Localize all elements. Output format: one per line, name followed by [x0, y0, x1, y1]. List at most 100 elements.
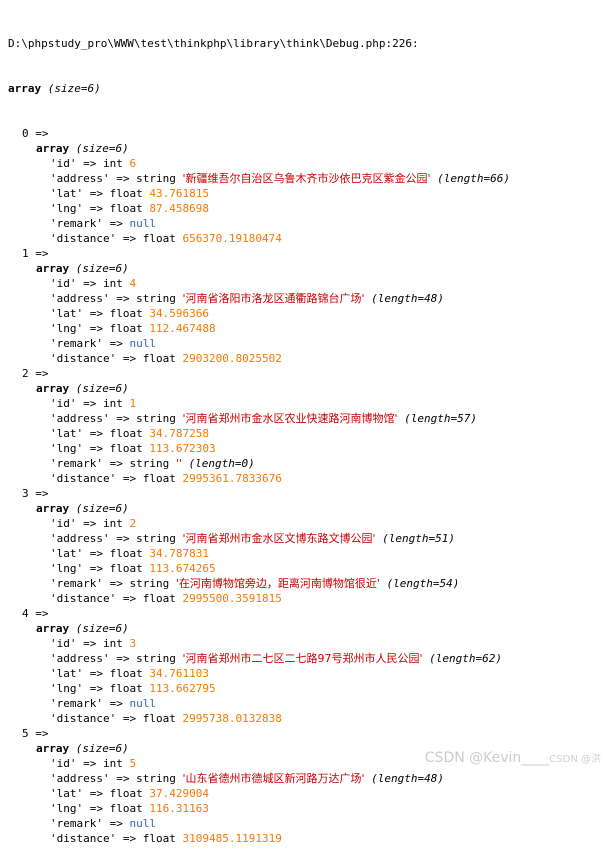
field-type: float	[109, 442, 143, 455]
field-line: 'address' => string '河南省郑州市金水区农业快速路河南博物馆…	[8, 411, 615, 426]
size-label: (size=6)	[75, 742, 129, 755]
field-arrow: =>	[89, 682, 103, 695]
field-arrow: =>	[122, 832, 137, 845]
field-type: float	[109, 187, 143, 200]
field-arrow: =>	[109, 457, 123, 470]
field-line: 'id' => int 6	[8, 156, 615, 171]
field-type: float	[142, 232, 176, 245]
field-value: 112.467488	[149, 322, 216, 335]
watermark-small: CSDN @洪	[549, 754, 601, 765]
array-index-line: 4 =>	[22, 607, 49, 620]
field-type: string	[136, 412, 176, 425]
field-line: 'distance' => float 3109485.1191319	[8, 831, 615, 846]
array-keyword: array	[36, 742, 70, 755]
field-type: float	[109, 322, 143, 335]
field-line: 'id' => int 3	[8, 636, 615, 651]
field-value: 34.787258	[149, 427, 209, 440]
field-type: string	[129, 577, 170, 590]
field-arrow: =>	[109, 337, 123, 350]
field-value: null	[129, 817, 156, 830]
csdn-watermark: CSDN @Kevin____CSDN @洪	[425, 750, 601, 766]
field-line: 'address' => string '新疆维吾尔自治区乌鲁木齐市沙依巴克区紫…	[8, 171, 615, 186]
field-arrow: =>	[116, 772, 130, 785]
field-key: 'distance'	[50, 352, 117, 365]
field-arrow: =>	[83, 637, 97, 650]
field-line: 'lat' => float 43.761815	[8, 186, 615, 201]
field-line: 'id' => int 2	[8, 516, 615, 531]
field-value: 43.761815	[149, 187, 209, 200]
field-value: ''	[175, 457, 182, 470]
field-type: float	[109, 802, 143, 815]
field-key: 'distance'	[50, 592, 117, 605]
field-line: 'lat' => float 34.787831	[8, 546, 615, 561]
field-arrow: =>	[109, 817, 123, 830]
field-line: 'distance' => float 2995738.0132838	[8, 711, 615, 726]
field-type: float	[109, 682, 143, 695]
field-value: '河南省郑州市二七区二七路97号郑州市人民公园'	[182, 652, 423, 665]
field-value: '新疆维吾尔自治区乌鲁木齐市沙依巴克区紫金公园'	[182, 172, 431, 185]
field-line: 'distance' => float 656370.19180474	[8, 231, 615, 246]
length-label: (length=57)	[404, 412, 478, 425]
nested-array-line: array (size=6)	[8, 741, 615, 756]
field-line: 'distance' => float 2903200.8025502	[8, 351, 615, 366]
field-key: 'id'	[50, 517, 77, 530]
field-key: 'remark'	[50, 217, 103, 230]
field-key: 'distance'	[50, 832, 117, 845]
field-value: 2	[129, 517, 137, 530]
field-line: 'remark' => null	[8, 216, 615, 231]
field-line: 'distance' => float 2995500.3591815	[8, 591, 615, 606]
field-key: 'address'	[50, 772, 110, 785]
field-key: 'lat'	[50, 427, 84, 440]
field-value: 3	[129, 637, 137, 650]
field-value: 87.458698	[149, 202, 209, 215]
field-arrow: =>	[89, 442, 103, 455]
field-key: 'remark'	[50, 697, 103, 710]
field-key: 'id'	[50, 397, 77, 410]
field-arrow: =>	[122, 712, 137, 725]
field-arrow: =>	[83, 397, 97, 410]
field-value: 34.787831	[149, 547, 209, 560]
field-line: 'lng' => float 87.458698	[8, 201, 615, 216]
field-key: 'lat'	[50, 667, 84, 680]
field-value: null	[129, 697, 156, 710]
field-arrow: =>	[83, 517, 97, 530]
field-arrow: =>	[109, 577, 123, 590]
size-label: (size=6)	[75, 382, 129, 395]
field-value: 3109485.1191319	[182, 832, 282, 845]
array-index-line: 1 =>	[22, 247, 49, 260]
field-value: '河南省郑州市金水区文博东路文博公园'	[182, 532, 376, 545]
field-line: 'lng' => float 113.674265	[8, 561, 615, 576]
field-type: int	[103, 757, 123, 770]
field-type: float	[109, 667, 143, 680]
field-arrow: =>	[116, 292, 130, 305]
field-line: 'lat' => float 34.787258	[8, 426, 615, 441]
field-arrow: =>	[109, 697, 123, 710]
field-arrow: =>	[89, 187, 103, 200]
field-value: 2995500.3591815	[182, 592, 282, 605]
field-key: 'lng'	[50, 442, 84, 455]
field-arrow: =>	[89, 787, 103, 800]
field-value: 37.429004	[149, 787, 209, 800]
field-key: 'lng'	[50, 682, 84, 695]
field-line: 'lng' => float 116.31163	[8, 801, 615, 816]
field-arrow: =>	[89, 322, 103, 335]
field-type: float	[142, 472, 176, 485]
field-line: 'remark' => string '在河南博物馆旁边，距离河南博物馆很近' …	[8, 576, 615, 591]
field-type: float	[142, 592, 176, 605]
field-line: 'remark' => null	[8, 336, 615, 351]
field-key: 'distance'	[50, 712, 117, 725]
array-items: 0 =>array (size=6)'id' => int 6'address'…	[8, 126, 615, 846]
field-type: float	[142, 712, 176, 725]
length-label: (length=51)	[382, 532, 456, 545]
array-keyword: array	[36, 622, 70, 635]
field-type: float	[142, 832, 176, 845]
field-key: 'address'	[50, 292, 110, 305]
field-arrow: =>	[122, 352, 137, 365]
field-value: 113.662795	[149, 682, 216, 695]
field-arrow: =>	[109, 217, 123, 230]
field-arrow: =>	[116, 652, 130, 665]
field-type: int	[103, 277, 123, 290]
field-line: 'lng' => float 112.467488	[8, 321, 615, 336]
field-line: 'id' => int 4	[8, 276, 615, 291]
